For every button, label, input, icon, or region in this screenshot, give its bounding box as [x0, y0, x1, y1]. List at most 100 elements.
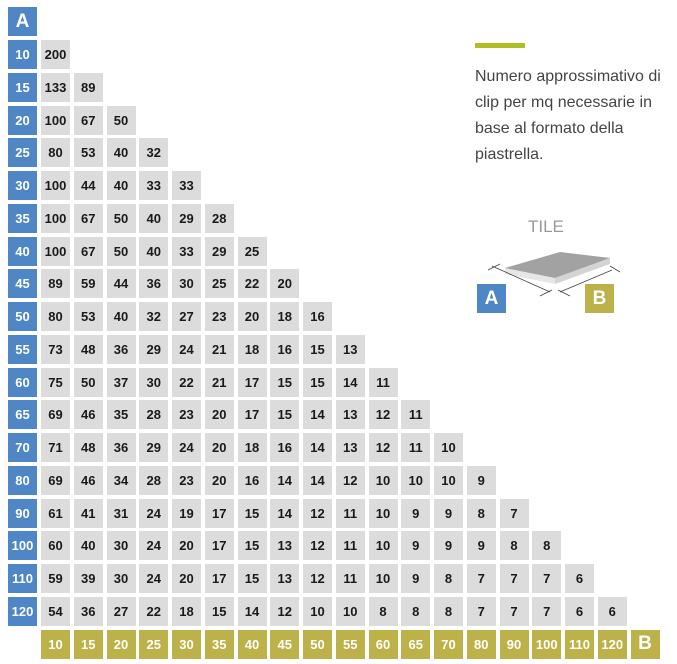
table-cell: 16 — [303, 302, 332, 331]
table-cell: 50 — [73, 367, 103, 397]
column-header: 35 — [204, 629, 234, 659]
table-cell: 30 — [106, 531, 136, 561]
table-cell: 24 — [172, 334, 201, 364]
table-cell: 12 — [303, 531, 332, 561]
table-cell: 14 — [237, 596, 267, 626]
table-cell: 46 — [73, 465, 103, 495]
table-cell: 100 — [41, 105, 70, 135]
table-cell: 69 — [41, 465, 70, 495]
table-cell: 19 — [172, 498, 201, 528]
table-cell: 44 — [106, 269, 136, 299]
table-cell: 17 — [237, 400, 267, 430]
table-cell: 40 — [106, 302, 136, 331]
table-cell: 9 — [401, 498, 431, 528]
table-cell: 21 — [204, 334, 234, 364]
table-cell: 60 — [41, 531, 70, 561]
table-cell: 7 — [466, 564, 496, 593]
table-cell: 10 — [368, 564, 398, 593]
table-cell: 11 — [368, 367, 398, 397]
table-cell: 20 — [204, 465, 234, 495]
column-header: 30 — [172, 629, 201, 659]
table-cell: 40 — [139, 236, 169, 266]
table-cell: 89 — [73, 72, 103, 102]
table-cell: 40 — [106, 138, 136, 168]
row-header: 10 — [8, 40, 37, 69]
table-cell: 12 — [303, 564, 332, 593]
table-cell: 13 — [335, 433, 365, 462]
column-header: 55 — [335, 629, 365, 659]
table-cell: 12 — [335, 465, 365, 495]
table-cell: 11 — [335, 498, 365, 528]
column-header: 45 — [270, 629, 300, 659]
row-header: 15 — [8, 72, 37, 102]
row-header: 70 — [8, 433, 37, 462]
table-cell: 13 — [335, 400, 365, 430]
table-cell: 7 — [532, 564, 562, 593]
table-cell: 35 — [106, 400, 136, 430]
table-cell: 50 — [106, 236, 136, 266]
row-header: 55 — [8, 334, 37, 364]
table-cell: 32 — [139, 138, 169, 168]
table-cell: 200 — [41, 40, 70, 69]
row-header: 35 — [8, 203, 37, 233]
table-cell: 28 — [139, 465, 169, 495]
table-cell: 14 — [303, 465, 332, 495]
table-cell: 80 — [41, 302, 70, 331]
table-cell: 59 — [41, 564, 70, 593]
table-cell: 15 — [237, 498, 267, 528]
table-cell: 11 — [335, 564, 365, 593]
table-cell: 14 — [270, 465, 300, 495]
column-header: 110 — [565, 629, 594, 659]
table-cell: 16 — [270, 334, 300, 364]
row-header: 80 — [8, 465, 37, 495]
table-cell: 15 — [303, 367, 332, 397]
table-cell: 75 — [41, 367, 70, 397]
table-cell: 6 — [565, 564, 594, 593]
table-cell: 15 — [270, 400, 300, 430]
table-cell: 59 — [73, 269, 103, 299]
table-cell: 24 — [139, 564, 169, 593]
table-cell: 36 — [106, 433, 136, 462]
table-cell: 9 — [434, 531, 463, 561]
table-cell: 18 — [270, 302, 300, 331]
column-header: 70 — [434, 629, 463, 659]
table-cell: 14 — [335, 367, 365, 397]
column-header: 40 — [237, 629, 267, 659]
table-cell: 23 — [172, 400, 201, 430]
table-cell: 10 — [434, 465, 463, 495]
table-cell: 21 — [204, 367, 234, 397]
table-cell: 67 — [73, 105, 103, 135]
table-cell: 28 — [204, 203, 234, 233]
table-cell: 10 — [368, 531, 398, 561]
table-cell: 100 — [41, 236, 70, 266]
table-cell: 6 — [565, 596, 594, 626]
table-cell: 37 — [106, 367, 136, 397]
table-cell: 20 — [172, 531, 201, 561]
axis-b-header: B — [630, 629, 660, 659]
table-cell: 69 — [41, 400, 70, 430]
table-cell: 20 — [270, 269, 300, 299]
row-header: 20 — [8, 105, 37, 135]
table-cell: 17 — [204, 498, 234, 528]
table-cell: 22 — [172, 367, 201, 397]
table-cell: 9 — [401, 564, 431, 593]
column-header: 65 — [401, 629, 431, 659]
table-cell: 23 — [204, 302, 234, 331]
table-cell: 11 — [335, 531, 365, 561]
table-cell: 25 — [204, 269, 234, 299]
table-cell: 100 — [41, 203, 70, 233]
row-header: 25 — [8, 138, 37, 168]
column-header: 60 — [368, 629, 398, 659]
table-cell: 30 — [139, 367, 169, 397]
table-cell: 7 — [499, 596, 529, 626]
table-cell: 32 — [139, 302, 169, 331]
table-cell: 80 — [41, 138, 70, 168]
row-header: 60 — [8, 367, 37, 397]
table-cell: 25 — [237, 236, 267, 266]
table-cell: 14 — [303, 400, 332, 430]
row-header: 110 — [8, 564, 37, 593]
table-cell: 7 — [532, 596, 562, 626]
column-header: 10 — [41, 629, 70, 659]
table-cell: 9 — [401, 531, 431, 561]
table-cell: 8 — [499, 531, 529, 561]
